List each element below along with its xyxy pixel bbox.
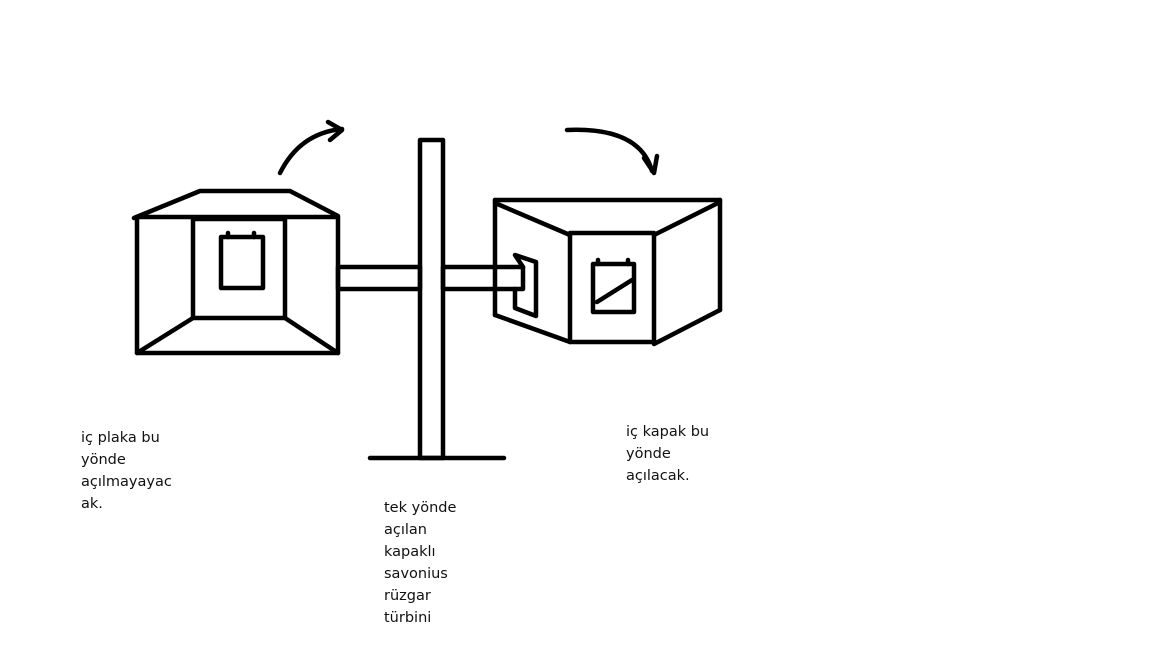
center-annotation: tek yönde açılan kapaklı savonius rüzgar… [384,500,457,626]
right-bucket-diag-tl [492,200,573,238]
left-bucket-edge-br [282,315,341,356]
right-bucket-front [567,230,657,345]
left-annotation: iç plaka bu yönde açılmayayac ak. [81,430,172,512]
right-inner-flap [590,261,637,315]
left-inner-plate [218,234,266,291]
left-arrow-head [325,119,345,143]
left-bucket-inner [190,216,288,321]
turbine-pole [367,137,507,461]
left-bucket-roof [131,188,341,221]
right-arrow-head [641,153,660,176]
left-bucket [131,188,341,356]
left-bucket-edge-bl [134,315,196,356]
right-bucket [492,197,723,347]
right-bucket-diag-bl [492,312,573,345]
right-arm [440,264,526,292]
right-bucket-diag-tr [651,200,721,238]
pole-shaft [417,137,446,461]
right-arrow-curve [564,127,655,174]
right-hinge-bracket [512,252,539,319]
left-arm [335,264,423,292]
rotation-arrows [277,119,660,176]
left-arrow-curve [277,126,345,176]
right-flap-open-line [594,277,635,305]
right-annotation: iç kapak bu yönde açılacak. [626,424,710,484]
right-bucket-diag-br [651,307,723,347]
